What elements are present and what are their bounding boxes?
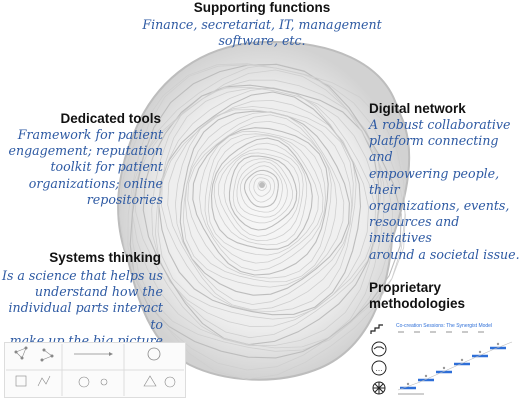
tree-ring <box>129 63 402 359</box>
tree-ring <box>174 109 353 305</box>
supporting-functions-title: Supporting functions <box>193 0 331 15</box>
digital-network-desc: A robust collaborative platform connecti… <box>369 117 524 263</box>
tree-ring <box>127 64 406 371</box>
supporting-desc-line-2: software, etc. <box>218 33 306 49</box>
tree-ring <box>257 180 267 191</box>
supporting-functions-desc: Finance, secretariat, IT, management sof… <box>120 17 404 49</box>
tree-ring <box>243 169 279 208</box>
systems-desc-line-1: Is a science that helps us <box>1 268 163 283</box>
tree-ring <box>199 130 326 272</box>
dedicated-desc-line-5: repositories <box>86 191 163 207</box>
systems-thinking-thumbnail <box>4 342 186 398</box>
digital-desc-line-5: resources and initiatives <box>369 214 460 246</box>
systems-thinking-desc: Is a science that helps us understand ho… <box>0 268 163 349</box>
systems-desc-line-3: individual parts interact to <box>8 300 164 332</box>
systems-thinking-title: Systems thinking <box>49 250 161 265</box>
tree-ring <box>154 87 376 328</box>
dedicated-desc-line-3: toolkit for patient <box>50 159 163 175</box>
tree-ring <box>142 84 380 346</box>
digital-network-title: Digital network <box>369 101 466 116</box>
handshake-icon <box>371 341 387 357</box>
tree-ring <box>184 114 337 283</box>
tree-ring <box>179 110 350 296</box>
tree-ring <box>236 161 288 218</box>
tree-ring <box>157 87 369 320</box>
methodologies-icon-column: … <box>370 324 387 395</box>
tree-ring <box>218 148 304 242</box>
dedicated-desc-line-1: Framework for patient <box>17 127 163 142</box>
staircase-icon <box>370 324 383 334</box>
synergist-thumbnail-title: Co-creation Sessions: The Synergist Mode… <box>396 323 492 329</box>
digital-desc-line-4: organizations, events, <box>369 198 510 214</box>
supporting-desc-line-1: Finance, secretariat, IT, management <box>142 17 382 32</box>
tree-ring <box>207 135 319 256</box>
dedicated-desc-line-2: engagement; reputation <box>8 143 163 159</box>
digital-desc-line-3: empowering people, their <box>369 165 500 197</box>
proprietary-methodologies-title: Proprietary methodologies <box>369 280 519 312</box>
tree-ring <box>223 152 301 237</box>
digital-desc-line-6: around a societal issue. <box>369 246 520 262</box>
tree-ring <box>151 86 379 339</box>
tree-ring <box>204 133 324 264</box>
stump-core <box>259 182 265 188</box>
tree-ring <box>213 142 308 246</box>
systems-desc-line-2: understand how the <box>34 284 163 300</box>
tree-ring <box>192 127 329 276</box>
tree-ring <box>239 165 283 213</box>
dedicated-tools-title: Dedicated tools <box>60 111 161 126</box>
tree-ring <box>182 111 345 288</box>
dedicated-desc-line-4: organizations; online <box>28 175 163 191</box>
synergist-model-thumbnail: Co-creation Sessions: The Synergist Mode… <box>394 320 524 398</box>
tree-ring <box>228 155 298 231</box>
digital-desc-line-1: A robust collaborative <box>369 117 511 132</box>
dedicated-tools-desc: Framework for patient engagement; reputa… <box>0 127 163 208</box>
network-icon <box>372 381 386 395</box>
tree-ring <box>161 99 357 313</box>
tree-ring <box>210 137 313 250</box>
tree-ring <box>232 158 293 224</box>
tree-ring <box>167 106 354 311</box>
chat-icon: … <box>371 360 387 376</box>
tree-ring <box>135 79 382 347</box>
svg-text:…: … <box>376 365 383 373</box>
tree-ring <box>118 63 406 380</box>
tree-rings <box>118 63 406 380</box>
tree-ring <box>248 173 275 203</box>
methodologies-title-line-2: methodologies <box>369 296 466 311</box>
tree-ring <box>253 177 271 197</box>
tree-ring <box>187 120 332 279</box>
digital-desc-line-2: platform connecting and <box>369 133 499 165</box>
methodologies-title-line-1: Proprietary <box>369 280 442 295</box>
